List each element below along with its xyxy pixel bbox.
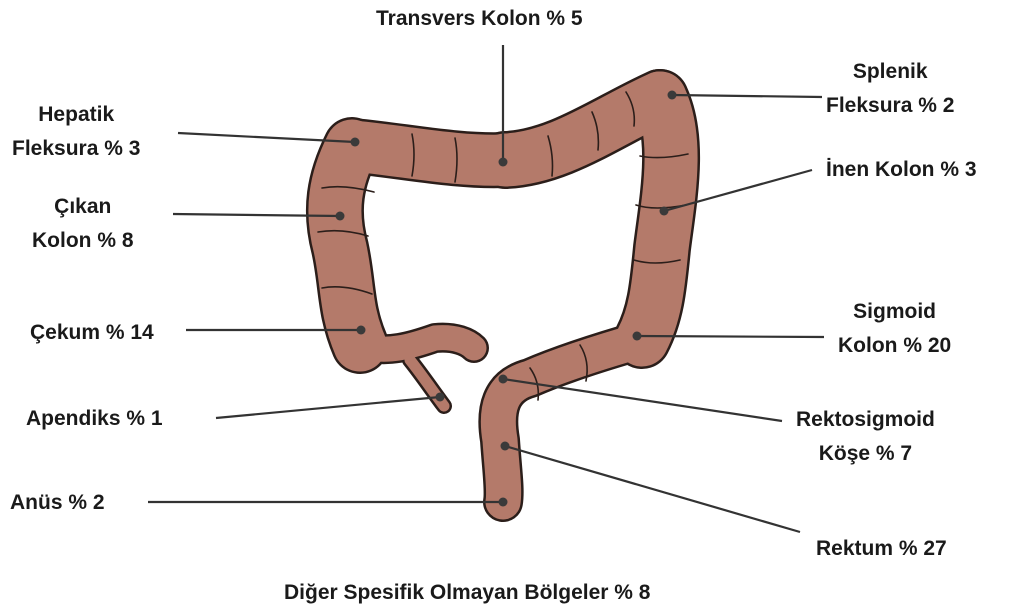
label-transverse: Transvers Kolon % 5 [376,2,583,36]
label-appendix: Apendiks % 1 [26,402,163,436]
label-anus: Anüs % 2 [10,486,105,520]
leader-sigmoid [637,336,824,337]
dot-cecum [357,326,366,335]
label-rectosigmoid: Rektosigmoid Köşe % 7 [796,403,935,471]
label-splenic: Splenik Fleksura % 2 [826,55,954,123]
label-sigmoid-line1: Sigmoid [838,295,951,329]
label-ascending: Çıkan Kolon % 8 [32,190,134,258]
dot-anus [499,498,508,507]
label-hepatic-line2: Fleksura % 3 [12,132,140,166]
label-rectum: Rektum % 27 [816,532,947,566]
label-splenic-line1: Splenik [826,55,954,89]
label-rectosigmoid-line1: Rektosigmoid [796,403,935,437]
dot-splenic [668,91,677,100]
label-rectosigmoid-line2: Köşe % 7 [796,437,935,471]
label-sigmoid: Sigmoid Kolon % 20 [838,295,951,363]
label-descending-line1: İnen Kolon % 3 [826,153,977,187]
label-transverse-line1: Transvers Kolon % 5 [376,2,583,36]
dot-appendix [436,393,445,402]
footer-note: Diğer Spesifik Olmayan Bölgeler % 8 [284,576,650,610]
footer-note-text: Diğer Spesifik Olmayan Bölgeler % 8 [284,576,650,610]
label-anus-line1: Anüs % 2 [10,486,105,520]
label-rectum-line1: Rektum % 27 [816,532,947,566]
label-descending: İnen Kolon % 3 [826,153,977,187]
label-splenic-line2: Fleksura % 2 [826,89,954,123]
label-cecum-line1: Çekum % 14 [30,316,154,350]
leader-rectum [505,446,800,532]
label-appendix-line1: Apendiks % 1 [26,402,163,436]
dot-ascending [336,212,345,221]
label-ascending-line1: Çıkan [32,190,134,224]
label-sigmoid-line2: Kolon % 20 [838,329,951,363]
label-hepatic-line1: Hepatik [12,98,140,132]
dot-descending [660,207,669,216]
dot-rectum [501,442,510,451]
dot-transverse [499,158,508,167]
leader-appendix [216,397,440,418]
label-hepatic: Hepatik Fleksura % 3 [12,98,140,166]
dot-sigmoid [633,332,642,341]
leader-splenic [672,95,822,97]
dot-rectosigmoid [499,375,508,384]
label-cecum: Çekum % 14 [30,316,154,350]
leader-rectosigmoid [503,379,782,421]
label-ascending-line2: Kolon % 8 [32,224,134,258]
dot-hepatic [351,138,360,147]
